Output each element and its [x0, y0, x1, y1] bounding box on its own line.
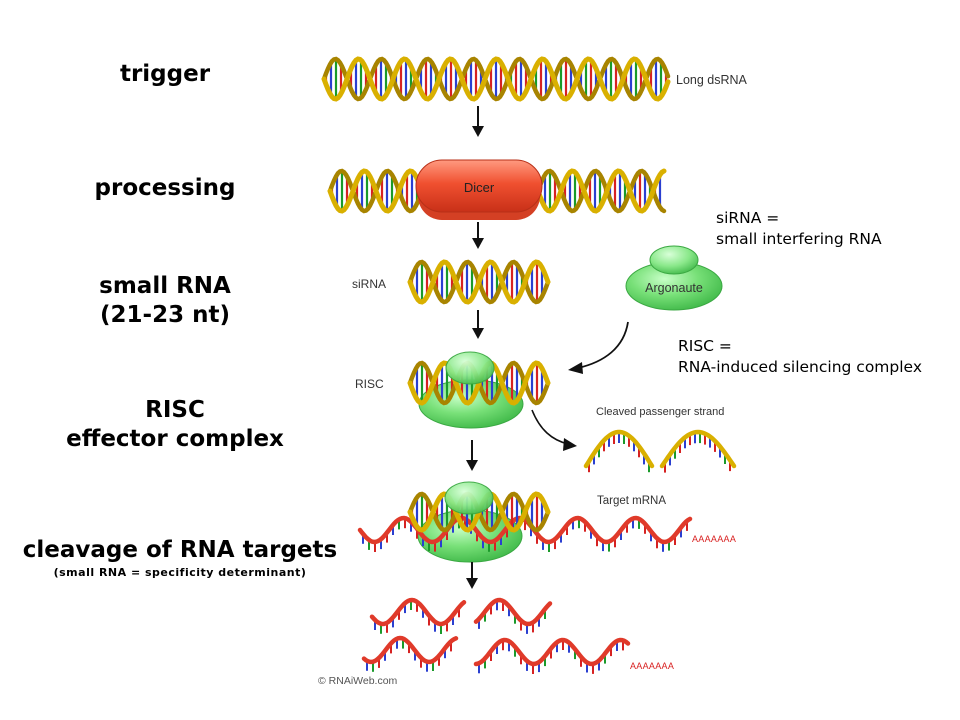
down-arrow-icon [472, 310, 484, 339]
down-arrow-icon [466, 440, 478, 471]
step-cleavage-sub: (small RNA = specificity determinant) [53, 566, 307, 579]
dicer-helix-left [327, 168, 423, 214]
cleaved-mrna-fragment [473, 637, 631, 674]
target-mrna-strand [357, 515, 693, 552]
assembly-arrow-icon [577, 321, 629, 369]
step-trigger: trigger [80, 60, 250, 89]
poly-a-tail: AAAAAAA [630, 661, 674, 671]
argonaute-label: Argonaute [645, 281, 703, 295]
sirna-definition-term: siRNA = [716, 209, 780, 227]
argonaute-protein [625, 245, 723, 311]
step-small-rna: small RNA (21-23 nt) [70, 272, 260, 330]
cleaved-mrna-fragment [369, 597, 467, 634]
cleaved-passenger-strand [583, 429, 655, 473]
step-risc: RISC effector complex [50, 396, 300, 454]
risc-label: RISC [355, 377, 384, 391]
copyright-text: © RNAiWeb.com [318, 675, 398, 687]
down-arrow-icon [472, 222, 484, 249]
cleaved-passenger-strand [659, 429, 737, 473]
down-arrow-icon [466, 562, 478, 589]
step-risc-label: RISC [145, 397, 205, 423]
sirna-helix [407, 259, 551, 305]
dicer-enzyme [415, 159, 543, 220]
passenger-arrowhead-icon [563, 438, 577, 451]
risc-protein-top [445, 351, 495, 385]
step-risc-desc: effector complex [66, 426, 284, 452]
step-trigger-label: trigger [119, 61, 211, 87]
step-processing-label: processing [94, 175, 236, 201]
risc-definition-text: RNA-induced silencing complex [678, 358, 922, 376]
risc-target-protein-top [444, 481, 494, 515]
assembly-arrowhead-icon [568, 362, 583, 374]
dicer-label: Dicer [464, 180, 495, 195]
sirna-label: siRNA [352, 277, 386, 291]
step-cleavage-label: cleavage of RNA targets [22, 537, 338, 563]
dicer-helix-right [535, 168, 667, 214]
risc-definition: RISC = RNA-induced silencing complex [678, 336, 922, 378]
step-small-rna-label: small RNA [99, 273, 231, 299]
cleaved-passenger-label: Cleaved passenger strand [596, 406, 724, 418]
down-arrow-icon [472, 106, 484, 137]
risc-definition-term: RISC = [678, 337, 732, 355]
cleaved-mrna-fragment [361, 635, 459, 672]
cleaved-mrna-fragment [473, 597, 553, 634]
target-mrna-label: Target mRNA [597, 495, 666, 507]
long-dsrna-helix [321, 56, 671, 102]
step-cleavage: cleavage of RNA targets (small RNA = spe… [10, 536, 350, 580]
poly-a-tail: AAAAAAA [692, 534, 736, 544]
sirna-definition-text: small interfering RNA [716, 230, 882, 248]
long-dsrna-label: Long dsRNA [676, 73, 748, 87]
passenger-arrow-icon [531, 409, 569, 445]
step-small-rna-length: (21-23 nt) [100, 302, 230, 328]
step-processing: processing [70, 174, 260, 203]
sirna-definition: siRNA = small interfering RNA [716, 208, 882, 250]
